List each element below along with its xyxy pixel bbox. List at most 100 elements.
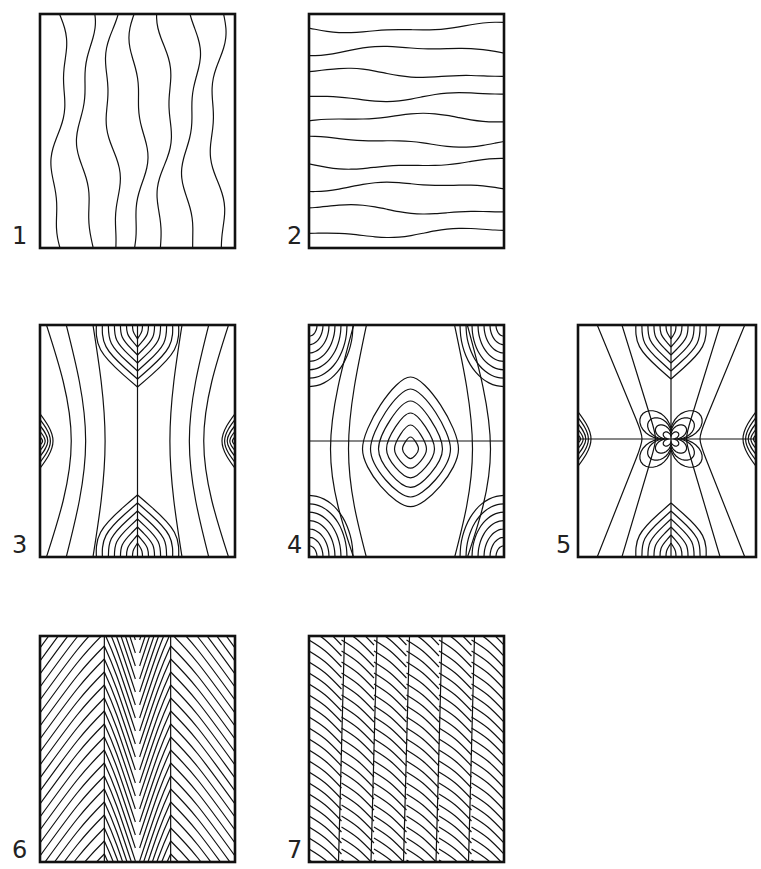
grain-line	[171, 841, 235, 862]
grain-line	[666, 543, 671, 557]
grain-line	[648, 519, 671, 557]
panel-border	[309, 325, 504, 557]
grain-line	[309, 136, 504, 147]
grain-line	[309, 325, 323, 345]
grain-line	[309, 849, 342, 862]
grain-line	[126, 325, 137, 347]
grain-line	[700, 325, 746, 557]
grain-line	[138, 325, 155, 355]
grain-line	[331, 325, 355, 557]
grain-line	[636, 503, 671, 557]
grain-line	[671, 511, 700, 557]
grain-line	[371, 389, 451, 497]
grain-line	[660, 535, 671, 557]
grain-line	[171, 646, 235, 731]
grain-line	[40, 636, 104, 653]
grain-line	[40, 636, 104, 718]
grain-line	[171, 636, 235, 653]
grain-line	[171, 828, 235, 862]
grain-line	[204, 325, 230, 557]
grain-line	[578, 409, 591, 469]
grain-line	[40, 802, 104, 862]
grain-line	[138, 325, 179, 387]
callout-number: 2	[287, 224, 302, 248]
grain-line	[104, 828, 135, 862]
grain-pattern	[309, 22, 504, 237]
grain-line	[671, 535, 682, 557]
grain-line	[342, 636, 375, 656]
grain-line	[484, 325, 504, 353]
grain-line	[660, 325, 671, 347]
grain-line	[478, 325, 504, 361]
grain-line	[309, 46, 504, 55]
grain-line	[40, 750, 104, 835]
grain-line	[138, 325, 143, 339]
grain-line	[96, 325, 137, 387]
grain-line	[132, 543, 137, 557]
grain-panel	[309, 322, 504, 560]
grain-line	[40, 841, 104, 862]
panel-border	[40, 636, 235, 862]
grain-line	[349, 325, 368, 557]
grain-line	[104, 750, 135, 835]
grain-line	[40, 828, 104, 862]
grain-line	[189, 325, 209, 557]
grain-panel	[576, 322, 758, 560]
grain-line	[104, 763, 135, 848]
callout-number: 1	[12, 224, 27, 248]
grain-line	[104, 698, 135, 783]
grain-panel	[36, 516, 238, 869]
grain-line	[484, 529, 504, 557]
grain-line	[182, 14, 201, 248]
grain-line	[403, 437, 419, 459]
grain-line	[374, 838, 407, 862]
grain-line	[439, 849, 472, 862]
grain-line	[104, 659, 135, 744]
grain-line	[40, 411, 53, 471]
grain-line	[342, 849, 375, 862]
grain-line	[105, 14, 120, 248]
grain-line	[120, 325, 137, 355]
panel-border	[40, 325, 235, 557]
callout-number: 6	[12, 838, 27, 862]
grain-pattern	[40, 636, 235, 862]
grain-line	[466, 325, 504, 378]
grain-line	[120, 527, 137, 557]
grain-line	[309, 182, 504, 191]
grain-line	[40, 417, 50, 465]
grain-line	[40, 724, 104, 809]
grain-line	[171, 659, 235, 744]
grain-line	[140, 636, 171, 666]
grain-line	[171, 802, 235, 862]
grain-line	[636, 325, 671, 379]
grain-line	[140, 685, 171, 770]
grain-line	[104, 841, 135, 862]
grain-line	[309, 537, 323, 557]
grain-line	[171, 685, 235, 770]
grain-line	[104, 724, 135, 809]
callout-number: 3	[12, 533, 27, 557]
grain-line	[472, 838, 505, 862]
panel-border	[309, 14, 504, 248]
grain-line	[490, 537, 504, 557]
grain-line	[309, 325, 329, 353]
grain-line	[140, 841, 171, 862]
grain-line	[140, 828, 171, 862]
grain-line	[395, 425, 427, 468]
grain-line	[439, 636, 472, 656]
panel-border	[578, 325, 756, 557]
grain-line	[309, 22, 504, 32]
grain-line	[439, 838, 472, 862]
grain-line	[407, 849, 440, 862]
grain-line	[671, 325, 676, 339]
grain-line	[140, 672, 171, 757]
grain-line	[104, 737, 135, 822]
grain-line	[140, 646, 171, 731]
grain-line	[363, 377, 459, 507]
grain-line	[138, 495, 179, 557]
grain-line	[309, 93, 504, 102]
grain-panel	[303, 14, 507, 248]
grain-line	[666, 325, 671, 339]
callout-number: 5	[556, 533, 571, 557]
